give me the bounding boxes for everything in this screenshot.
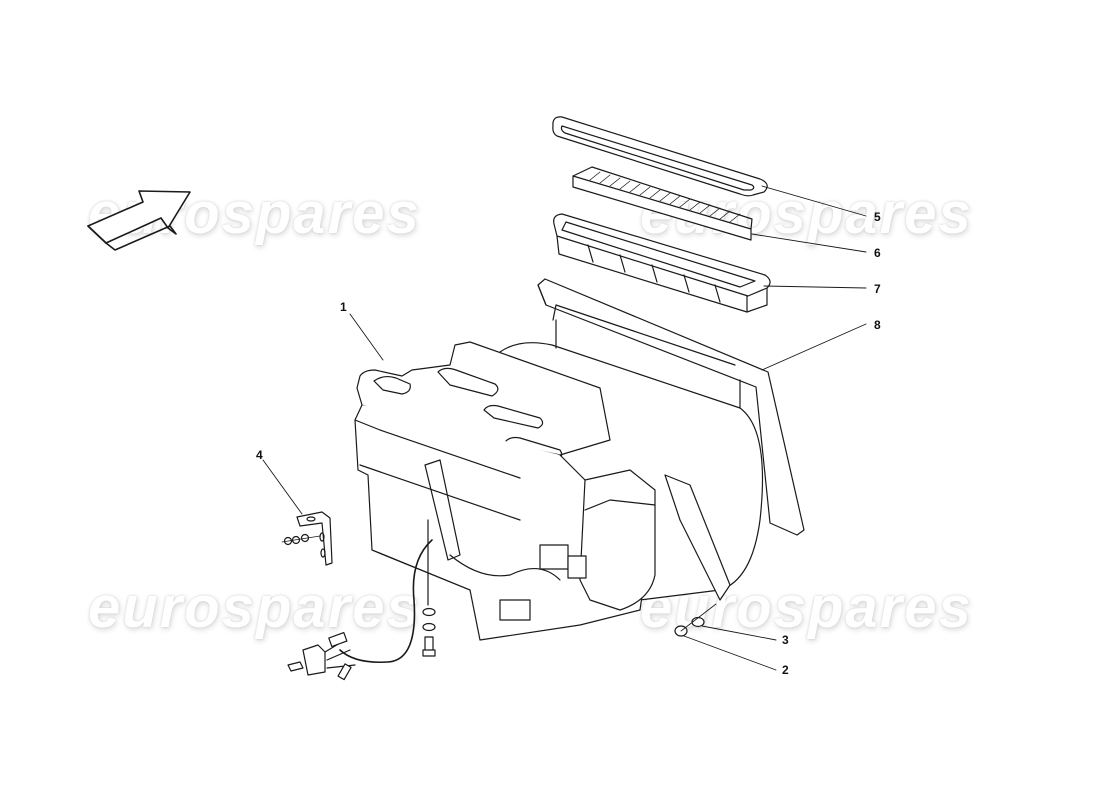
callout-8: 8 <box>874 318 881 332</box>
callout-3: 3 <box>782 633 789 647</box>
pollen-filter-part-6 <box>572 166 753 241</box>
filter-housing-part-7 <box>553 213 771 313</box>
bolt-and-washers <box>422 519 436 657</box>
gasket-part-5 <box>552 116 768 197</box>
hvac-unit-part-1 <box>339 319 764 664</box>
callout-6: 6 <box>874 246 881 260</box>
callout-5: 5 <box>874 210 881 224</box>
frame-seal-part-8 <box>537 278 805 536</box>
vehicle-front-direction-arrow-icon <box>87 190 191 251</box>
callout-2: 2 <box>782 663 789 677</box>
watermark-bottom-left: eurospares <box>88 575 421 640</box>
switch-and-connectors <box>287 631 356 681</box>
callout-1: 1 <box>340 300 347 314</box>
callout-4: 4 <box>256 448 263 462</box>
callout-leader-lines <box>262 185 867 671</box>
bracket-part-4 <box>281 511 333 566</box>
callout-7: 7 <box>874 282 881 296</box>
nut-washer-parts-2-3 <box>674 603 717 637</box>
